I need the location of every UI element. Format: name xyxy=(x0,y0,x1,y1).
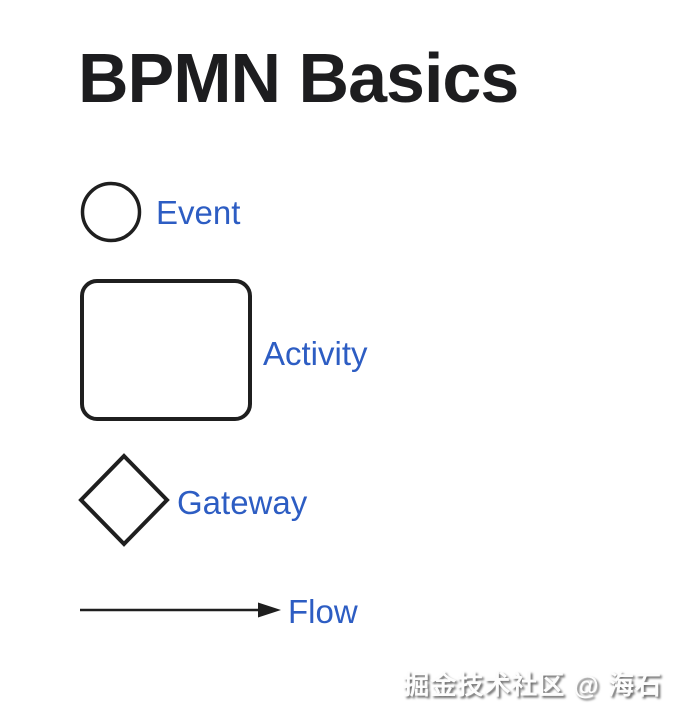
legend-label-flow: Flow xyxy=(288,593,358,630)
watermark: 掘金技术社区 @ 海石 xyxy=(403,670,662,700)
legend-label-activity: Activity xyxy=(263,335,368,372)
activity-rectangle-icon xyxy=(80,279,252,421)
flow-arrow-icon xyxy=(80,602,281,618)
event-circle-icon xyxy=(80,181,142,243)
page-title: BPMN Basics xyxy=(78,39,519,117)
gateway-diamond-icon xyxy=(78,453,170,547)
legend-label-gateway: Gateway xyxy=(177,484,308,521)
legend-label-event: Event xyxy=(156,194,241,231)
